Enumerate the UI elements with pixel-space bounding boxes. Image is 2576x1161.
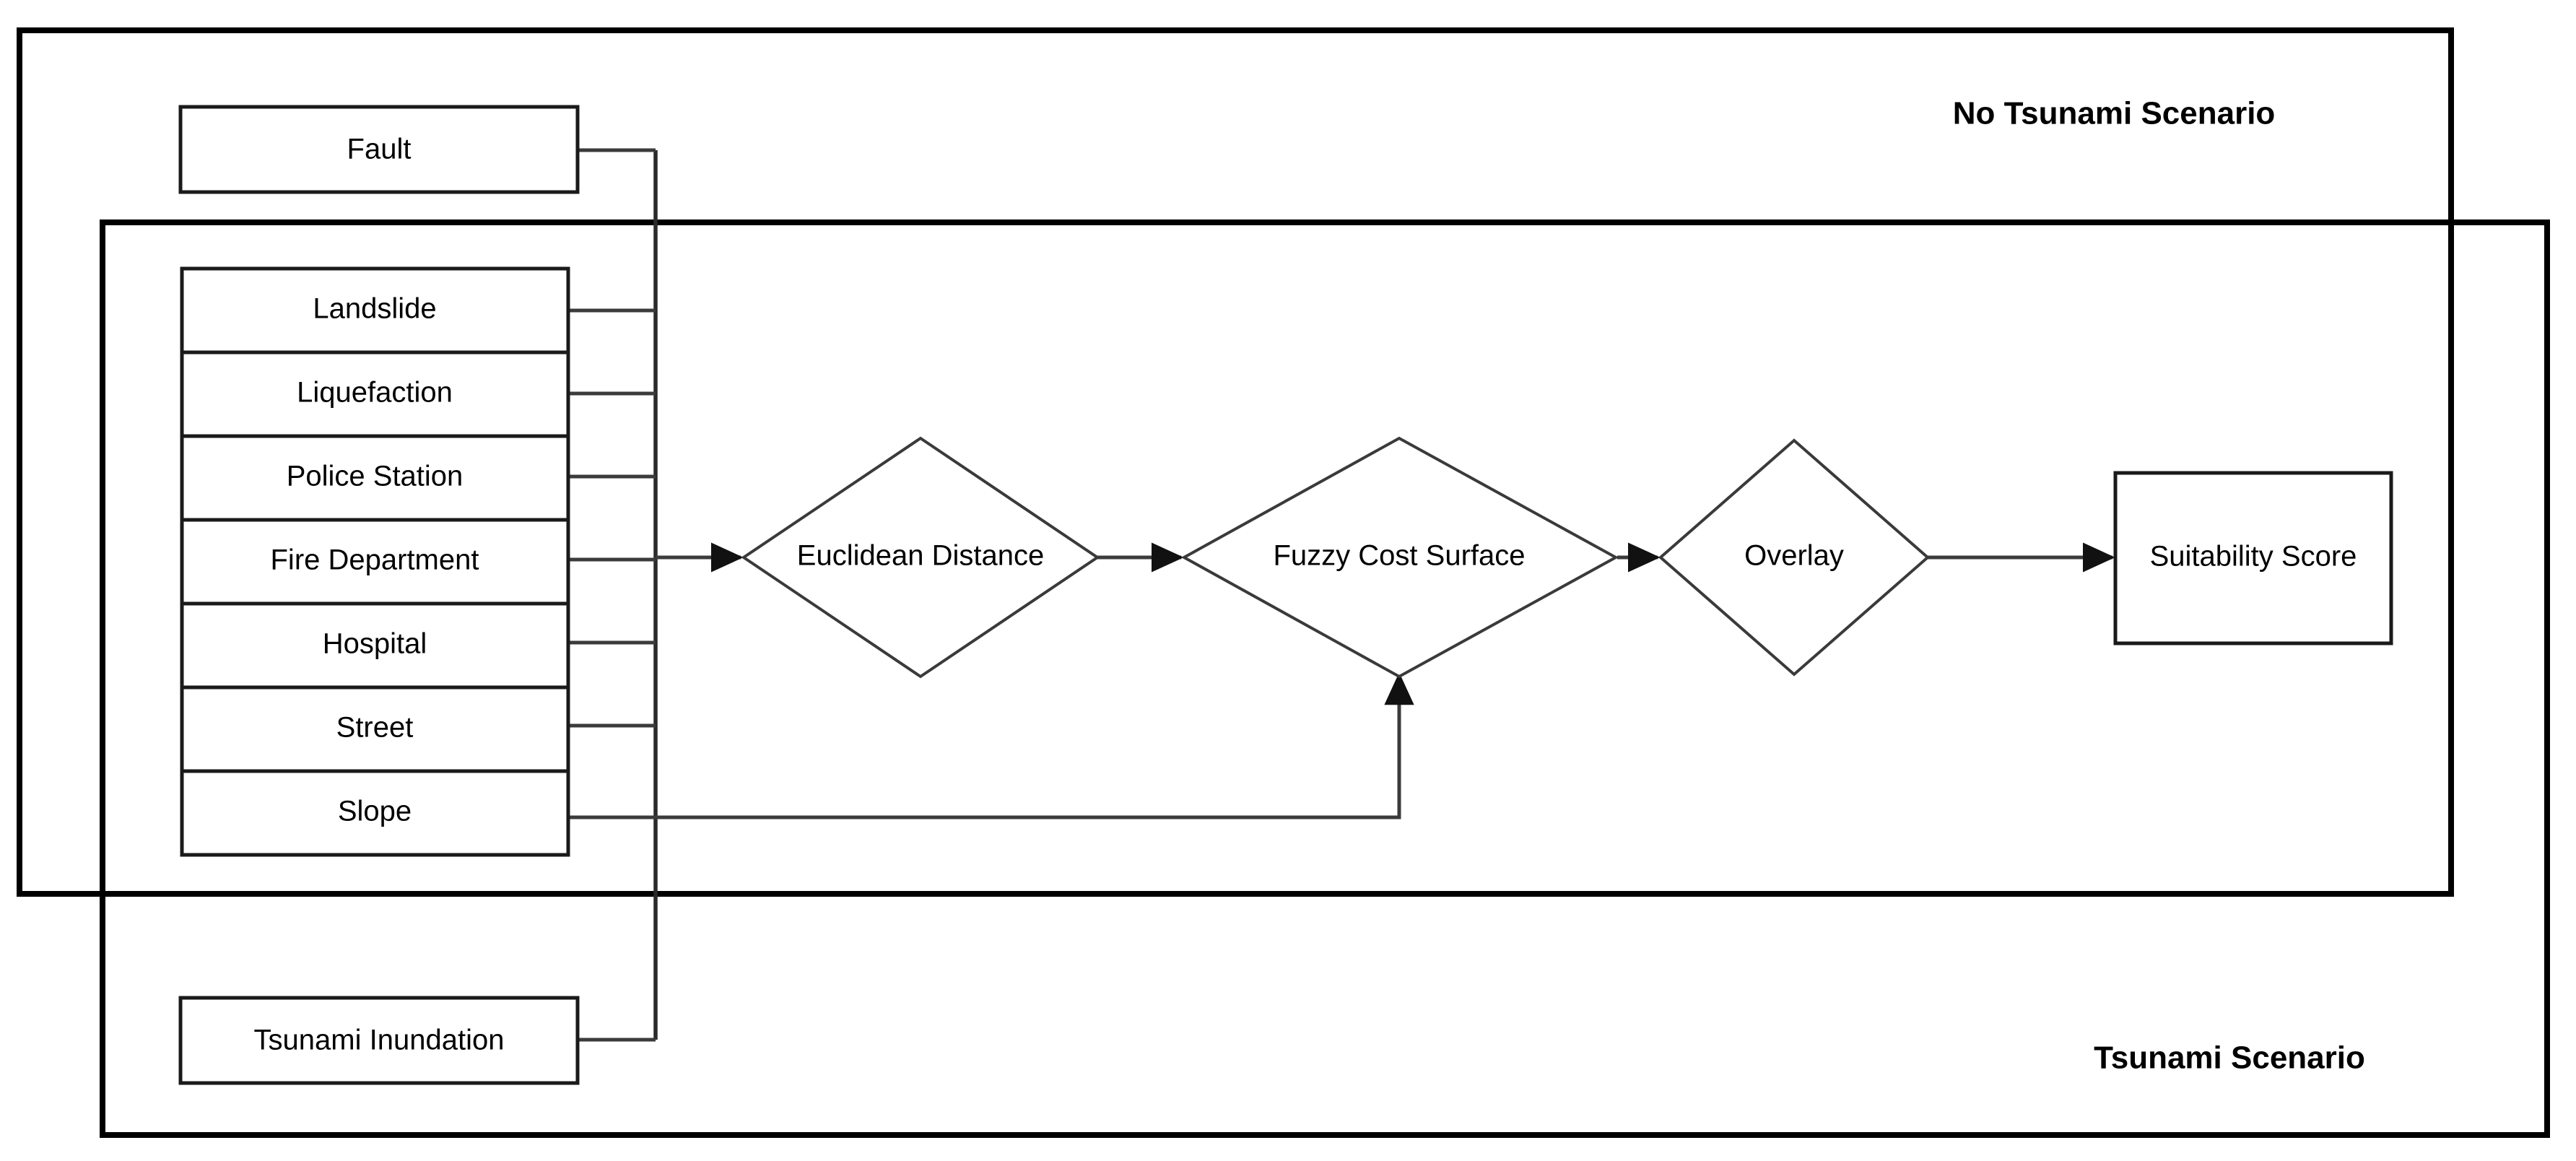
- node-liquefaction-label: Liquefaction: [297, 377, 453, 409]
- node-landslide-label: Landslide: [313, 293, 436, 325]
- node-landslide[interactable]: Landslide: [180, 266, 570, 355]
- node-tsunami-inundation[interactable]: Tsunami Inundation: [178, 996, 580, 1085]
- node-fuzzy-cost-surface[interactable]: Fuzzy Cost Surface: [1180, 436, 1619, 679]
- node-hospital[interactable]: Hospital: [180, 601, 570, 690]
- node-suitability-score[interactable]: Suitability Score: [2113, 471, 2393, 645]
- node-overlay-label: Overlay: [1744, 540, 1844, 572]
- node-fire-department-label: Fire Department: [271, 544, 479, 576]
- node-police-station[interactable]: Police Station: [180, 434, 570, 522]
- node-slope-label: Slope: [338, 796, 412, 827]
- container-tsunami-scenario: [100, 219, 2550, 1138]
- node-street[interactable]: Street: [180, 685, 570, 773]
- label-no-tsunami-scenario: No Tsunami Scenario: [1953, 96, 2276, 131]
- node-liquefaction[interactable]: Liquefaction: [180, 350, 570, 438]
- node-fault[interactable]: Fault: [178, 105, 580, 194]
- connector-slope-to-fuzzy-cost-surface: [568, 672, 1414, 819]
- node-fuzzy-cost-surface-label: Fuzzy Cost Surface: [1273, 540, 1525, 572]
- node-euclidean-distance-label: Euclidean Distance: [797, 540, 1044, 572]
- node-slope[interactable]: Slope: [180, 769, 570, 857]
- node-police-station-label: Police Station: [287, 461, 464, 492]
- node-street-label: Street: [336, 712, 414, 744]
- node-fire-department[interactable]: Fire Department: [180, 518, 570, 606]
- node-fault-label: Fault: [347, 134, 412, 165]
- node-hospital-label: Hospital: [323, 628, 427, 660]
- node-tsunami-inundation-label: Tsunami Inundation: [254, 1025, 505, 1056]
- node-euclidean-distance[interactable]: Euclidean Distance: [741, 436, 1100, 679]
- node-suitability-score-label: Suitability Score: [2150, 541, 2357, 573]
- label-tsunami-scenario: Tsunami Scenario: [2094, 1040, 2365, 1076]
- node-overlay[interactable]: Overlay: [1658, 438, 1931, 677]
- container-no-tsunami-scenario: [17, 27, 2454, 897]
